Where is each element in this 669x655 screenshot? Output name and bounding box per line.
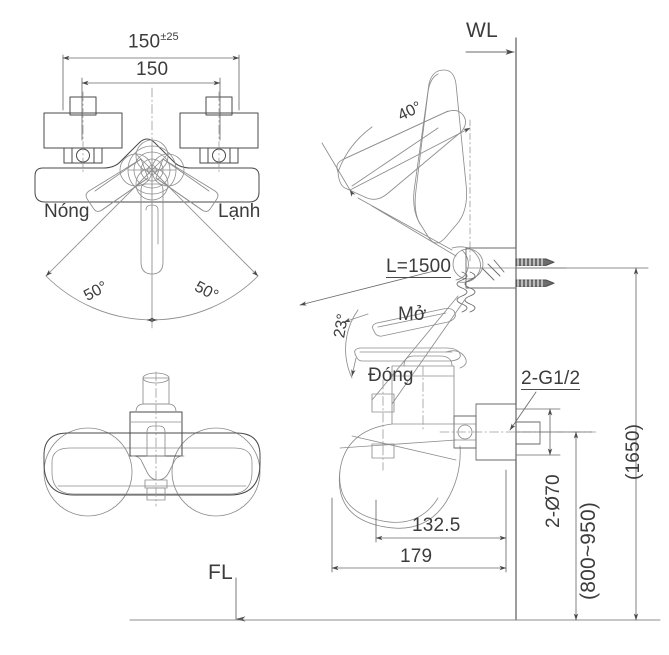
label-open: Mở bbox=[398, 304, 427, 325]
thread-spec-label: 2-G1/2 bbox=[521, 368, 581, 390]
label-close: Đóng bbox=[368, 365, 414, 386]
dimension-132-5: 132.5 bbox=[412, 515, 461, 536]
label-cold: Lạnh bbox=[218, 201, 261, 222]
dimension-179: 179 bbox=[400, 546, 433, 567]
floor-level-label: FL bbox=[208, 561, 233, 584]
hole-spec-label: 2-Ø70 bbox=[543, 474, 564, 528]
label-hot: Nóng bbox=[44, 201, 90, 222]
water-level-label: WL bbox=[466, 19, 498, 42]
hose-length-label: L=1500 bbox=[386, 256, 452, 278]
total-height-label: (1650) bbox=[623, 423, 644, 480]
height-range-label: (800~950) bbox=[577, 501, 600, 600]
dimension-150: 150 bbox=[136, 59, 169, 80]
dimension-150-tolerance: 150±25 bbox=[128, 31, 179, 53]
